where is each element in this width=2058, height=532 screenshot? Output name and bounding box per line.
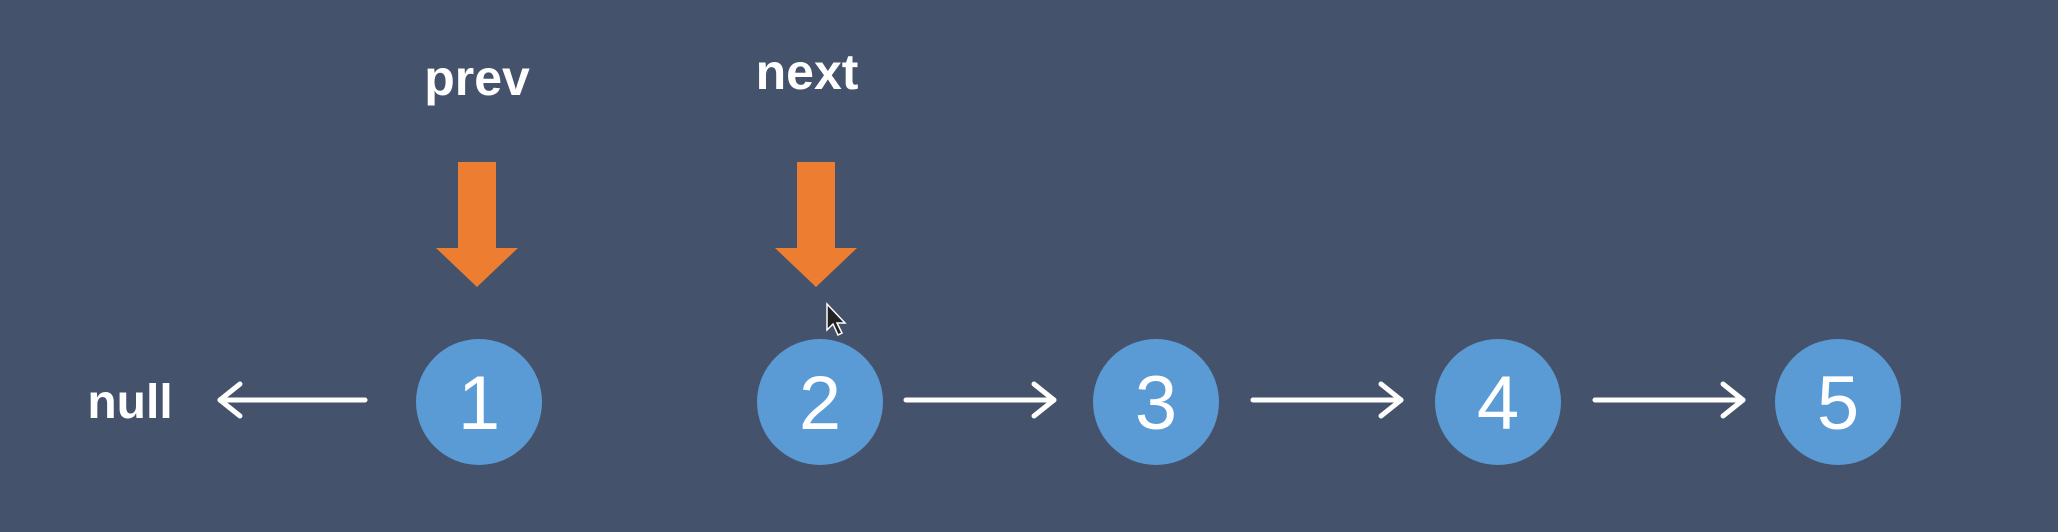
next-pointer-label: next [756, 44, 859, 100]
link-arrow-2-to-3 [903, 381, 1057, 419]
node-4: 4 [1435, 339, 1561, 465]
node-5: 5 [1775, 339, 1901, 465]
node-2: 2 [757, 339, 883, 465]
node-value: 1 [458, 361, 500, 446]
node-value: 3 [1135, 361, 1177, 446]
node-1: 1 [416, 339, 542, 465]
prev-pointer-arrow-icon [436, 162, 518, 287]
node-3: 3 [1093, 339, 1219, 465]
null-label: null [87, 376, 172, 429]
node-value: 5 [1817, 361, 1859, 446]
node-value: 2 [799, 361, 841, 446]
next-pointer-arrow-icon [775, 162, 857, 287]
link-arrow-4-to-5 [1592, 381, 1746, 419]
link-arrow-3-to-4 [1250, 381, 1404, 419]
prev-pointer-label: prev [424, 50, 530, 106]
node-value: 4 [1477, 361, 1519, 446]
mouse-cursor-icon [826, 302, 847, 337]
link-arrow-1-to-null [217, 381, 368, 419]
